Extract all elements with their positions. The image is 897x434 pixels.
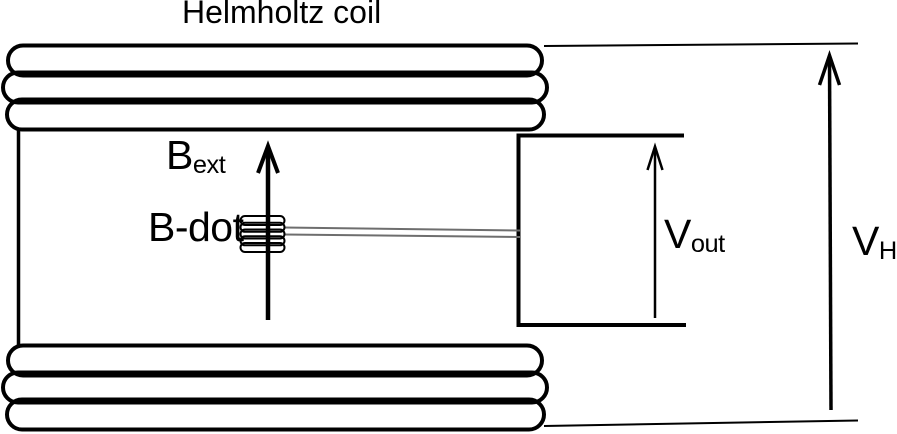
v-out-label-main: V (664, 211, 691, 257)
probe-lead-wires (283, 226, 521, 238)
b-ext-label-sub: ext (192, 151, 226, 180)
probe-turn (239, 242, 286, 253)
v-h-label-main: V (852, 218, 879, 264)
b-ext-label: Bext (166, 132, 226, 180)
coil-turn (5, 397, 546, 432)
v-out-arrowhead (646, 142, 664, 171)
probe-turn (239, 228, 286, 240)
coil-turn (5, 97, 546, 132)
top-lead-wire (543, 42, 859, 47)
probe-turn (239, 215, 286, 226)
coil-turn (1, 370, 549, 405)
probe-lead-top (283, 226, 521, 232)
b-dot-probe-coil (239, 215, 286, 253)
v-h-label-sub: H (878, 237, 897, 266)
coil-turn (1, 70, 549, 105)
probe-turn (239, 235, 286, 247)
bottom-lead-wire (543, 419, 859, 427)
v-h-label: VH (852, 221, 897, 264)
probe-lead-bottom (283, 233, 521, 238)
coil-turn (6, 343, 544, 378)
b-dot-label: B-dot (148, 204, 244, 250)
v-h-arrow (817, 50, 842, 411)
v-h-arrowhead (817, 50, 842, 86)
v-out-label-sub: out (690, 230, 725, 259)
coil-turn (6, 43, 544, 78)
probe-turn (239, 221, 286, 233)
b-ext-arrowhead (256, 140, 280, 174)
helmholtz-coil-bottom (1, 343, 549, 432)
b-ext-label-main: B (166, 132, 193, 178)
v-out-label: Vout (664, 214, 725, 257)
v-out-arrow (646, 142, 664, 318)
diagram-title: Helmholtz coil (182, 0, 382, 30)
b-ext-arrow (256, 140, 280, 320)
helmholtz-coil-top (1, 43, 549, 132)
v-h-arrow-shaft (827, 57, 833, 411)
